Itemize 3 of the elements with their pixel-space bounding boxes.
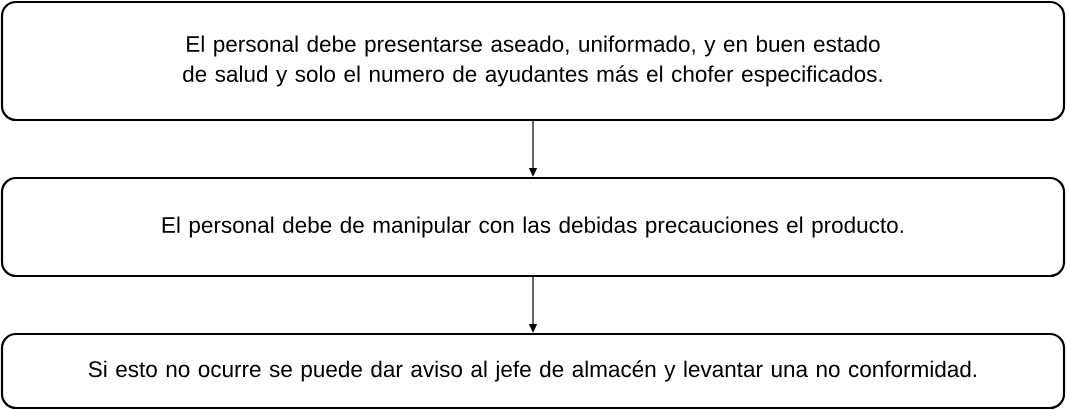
- process-box: El personal debe presentarse aseado, uniformado, y en buen estado de salud y solo el numero de ayudantes más el chofer especificados.: [0, 0, 1066, 122]
- process-box: Si esto no ocurre se puede dar aviso al jefe de almacén y levantar una no conformidad.: [0, 332, 1066, 410]
- process-box: El personal debe de manipular con las debidas precauciones el producto.: [0, 176, 1066, 278]
